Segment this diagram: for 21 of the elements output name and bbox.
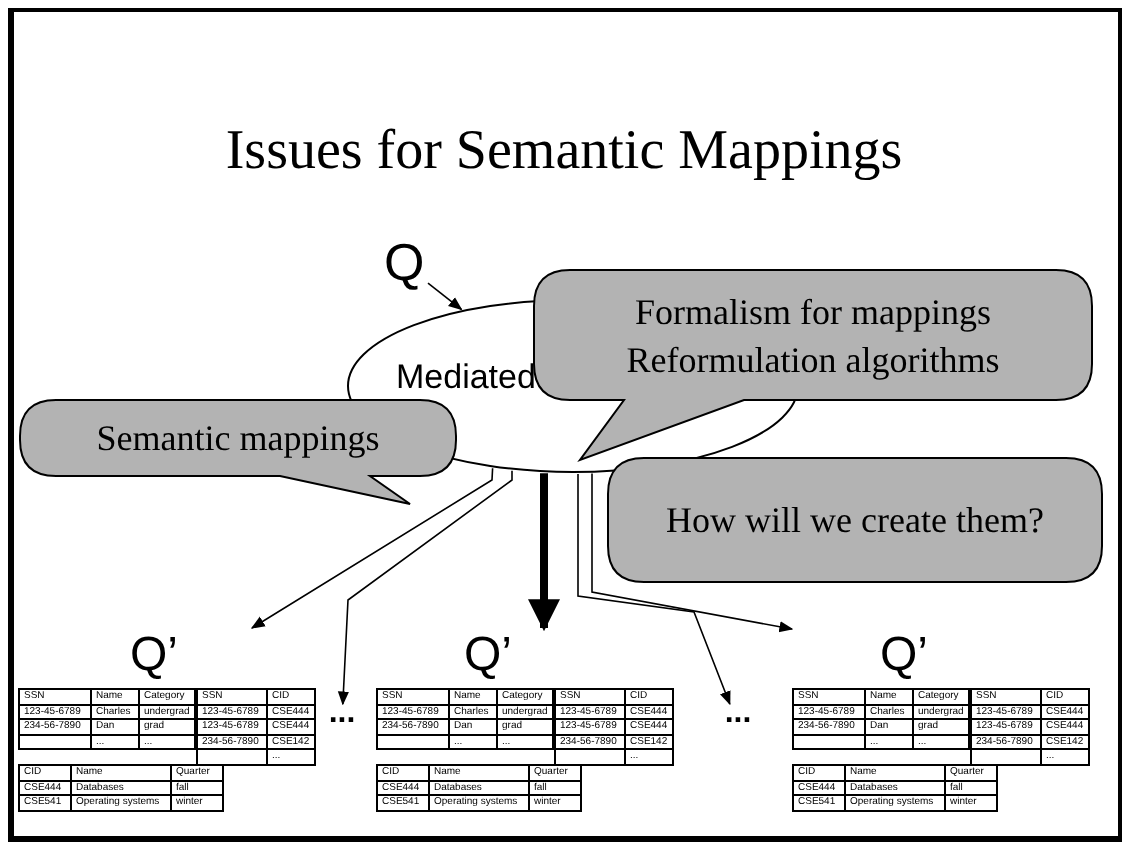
speech-bubble [20, 400, 456, 508]
bubble-text: Semantic mappings [94, 416, 382, 462]
query-label: Q [384, 232, 428, 292]
speech-bubble [608, 458, 1102, 582]
query-label: Q’ [130, 628, 178, 684]
arrow [528, 473, 560, 632]
ellipsis-mark: ... [716, 704, 760, 732]
arrow [250, 467, 494, 629]
bubble-text: Reformulation algorithms [624, 337, 1002, 383]
query-label: Q’ [880, 628, 928, 684]
bubble-text: Formalism for mappings [633, 289, 993, 335]
arrow [427, 282, 463, 311]
bubble-text: How will we create them? [664, 498, 1046, 544]
arrow [577, 473, 731, 706]
speech-bubble [534, 270, 1092, 464]
query-label: Q’ [464, 628, 512, 684]
arrow [337, 470, 513, 706]
schema-label: Mediated [396, 358, 536, 398]
ellipsis-mark: ... [320, 704, 364, 732]
arrow [591, 472, 794, 633]
slide-title: Issues for Semantic Mappings [223, 120, 905, 184]
